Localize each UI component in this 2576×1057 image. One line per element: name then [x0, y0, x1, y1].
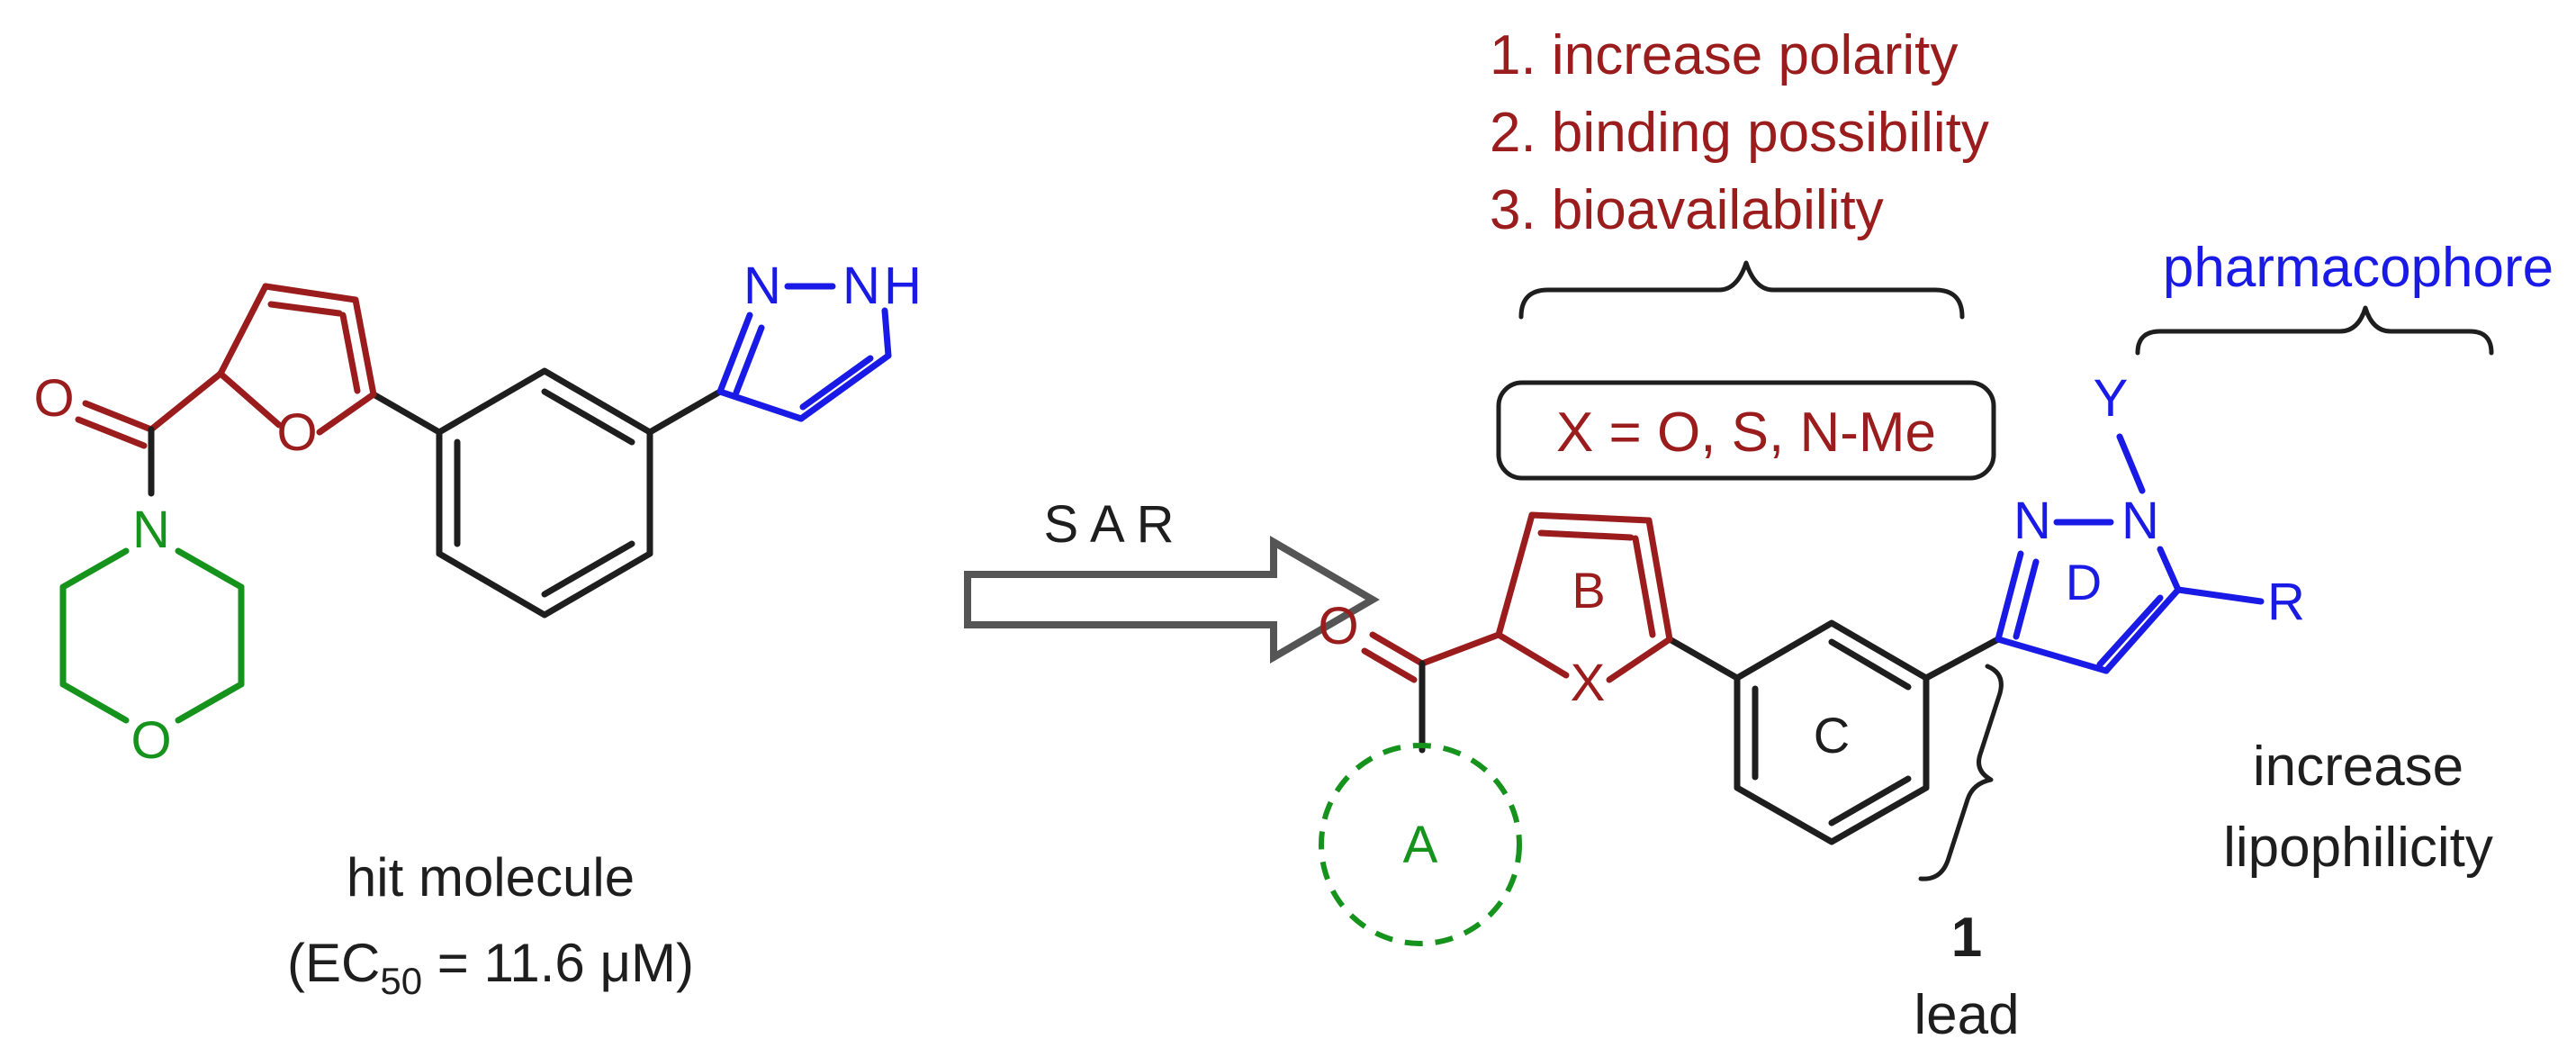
- hit-caption: hit molecule: [347, 847, 635, 908]
- hit-activity-open: (EC: [287, 933, 380, 993]
- lead-benzene-ring: [1734, 619, 1930, 845]
- pharmacophore-label: pharmacophore: [2163, 237, 2553, 299]
- lead-carbonyl-oxygen: O: [1318, 597, 1358, 655]
- hit-pyrazole-ring: [716, 283, 892, 422]
- x-options-box: [1496, 380, 1996, 481]
- lipophilicity-line2: lipophilicity: [2223, 817, 2493, 879]
- hit-furan-oxygen: O: [276, 403, 317, 462]
- sar-arrow-shape: [964, 536, 1380, 664]
- lead-pyrazole-nitrogen-2: N: [2121, 492, 2159, 550]
- lead-furan-ring: [1495, 511, 1673, 683]
- lead-molecule: 1. increase polarity 2. binding possibil…: [1318, 24, 2553, 1046]
- hit-carbonyl-oxygen: O: [33, 369, 74, 428]
- sar-arrow: S A R: [964, 495, 1380, 664]
- goals-brace: [1518, 260, 1965, 320]
- compound-number: 1: [1951, 907, 1982, 969]
- goal-bioavailability: 3. bioavailability: [1490, 179, 1884, 241]
- hit-furan-ring: [217, 283, 377, 436]
- hit-activity-subscript: 50: [380, 960, 422, 1002]
- compound-role: lead: [1914, 984, 2019, 1046]
- hit-morpholine-nitrogen: N: [132, 501, 170, 559]
- goal-increase-polarity: 1. increase polarity: [1490, 24, 1958, 86]
- hit-pyrazole-nh-nitrogen: N: [842, 257, 880, 315]
- goal-binding-possibility: 2. binding possibility: [1490, 102, 1989, 164]
- lead-pyrazole-ring: [1995, 433, 2265, 674]
- pharmacophore-brace: [2135, 305, 2494, 356]
- hit-molecule: O O N O N N H: [33, 257, 922, 1002]
- hit-pyrazole-nitrogen: N: [743, 257, 781, 315]
- lead-ring-d-label: D: [2066, 554, 2102, 610]
- hit-activity-value: = 11.6 μM): [422, 933, 694, 993]
- hit-benzene-ring: [436, 367, 653, 619]
- x-options-text: X = O, S, N-Me: [1556, 402, 1936, 464]
- lead-pyrazole-nitrogen-1: N: [2013, 492, 2051, 550]
- hit-morpholine-ring: [59, 547, 245, 724]
- lead-substituent-r: R: [2267, 573, 2305, 631]
- hit-activity: (EC50 = 11.6 μM): [287, 933, 694, 1002]
- sar-arrow-label: S A R: [1043, 495, 1174, 554]
- lead-ring-a-circle: [1319, 743, 1522, 946]
- lipophilicity-brace: [1918, 664, 2004, 881]
- hit-pyrazole-hydrogen: H: [884, 257, 922, 315]
- lead-ring-heteroatom-x: X: [1571, 654, 1606, 712]
- lead-ring-c-label: C: [1814, 707, 1850, 763]
- lead-ring-b-label: B: [1572, 562, 1605, 619]
- lead-ring-a-label: A: [1403, 816, 1438, 874]
- lead-substituent-y: Y: [2094, 369, 2129, 428]
- lipophilicity-line1: increase: [2253, 736, 2463, 798]
- hit-morpholine-oxygen: O: [131, 711, 171, 770]
